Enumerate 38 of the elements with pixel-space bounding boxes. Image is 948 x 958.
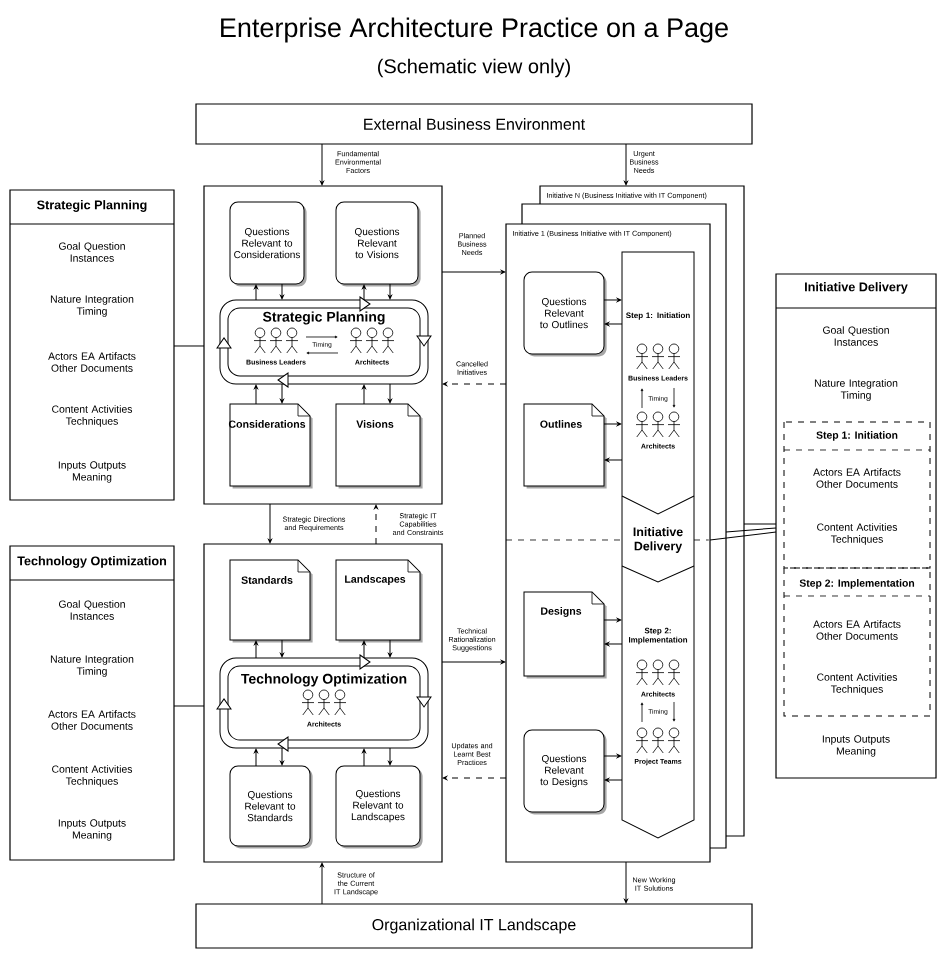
- arrow: [320, 143, 324, 186]
- arrow: [604, 642, 623, 646]
- subtitle: (Schematic view only): [378, 58, 570, 78]
- arrow: [362, 284, 366, 301]
- arrow: [624, 861, 628, 904]
- arrow: [362, 640, 366, 659]
- arrow: [442, 776, 507, 780]
- arrow: [388, 639, 392, 658]
- arrow: [268, 503, 272, 544]
- arrow: [388, 747, 392, 766]
- arrow: [362, 748, 366, 767]
- arrow: [320, 862, 324, 905]
- arrow: [254, 384, 258, 405]
- arrow: [441, 270, 506, 274]
- arrow: [603, 298, 622, 302]
- arrow: [604, 458, 623, 462]
- arrow: [254, 640, 258, 659]
- box-label: Organizational IT Landscape: [372, 918, 576, 934]
- arrow: [441, 660, 506, 664]
- arrow: [603, 754, 622, 758]
- arrow: [604, 322, 623, 326]
- arrow: [280, 383, 284, 404]
- arrow: [388, 383, 392, 404]
- title: Enterprise Architecture Practice on a Page: [221, 17, 728, 43]
- arrow: [603, 618, 622, 622]
- arrow: [362, 384, 366, 405]
- arrow: [280, 283, 284, 300]
- arrow: [374, 504, 378, 545]
- arrow: [603, 422, 622, 426]
- arrow: [280, 747, 284, 766]
- arrow: [254, 748, 258, 767]
- arrow: [280, 639, 284, 658]
- arrow: [604, 778, 623, 782]
- arrow: [442, 382, 507, 386]
- arrow: [624, 143, 628, 186]
- arrow: [388, 283, 392, 300]
- box-label: External Business Environment: [364, 118, 585, 130]
- arrow: [254, 284, 258, 301]
